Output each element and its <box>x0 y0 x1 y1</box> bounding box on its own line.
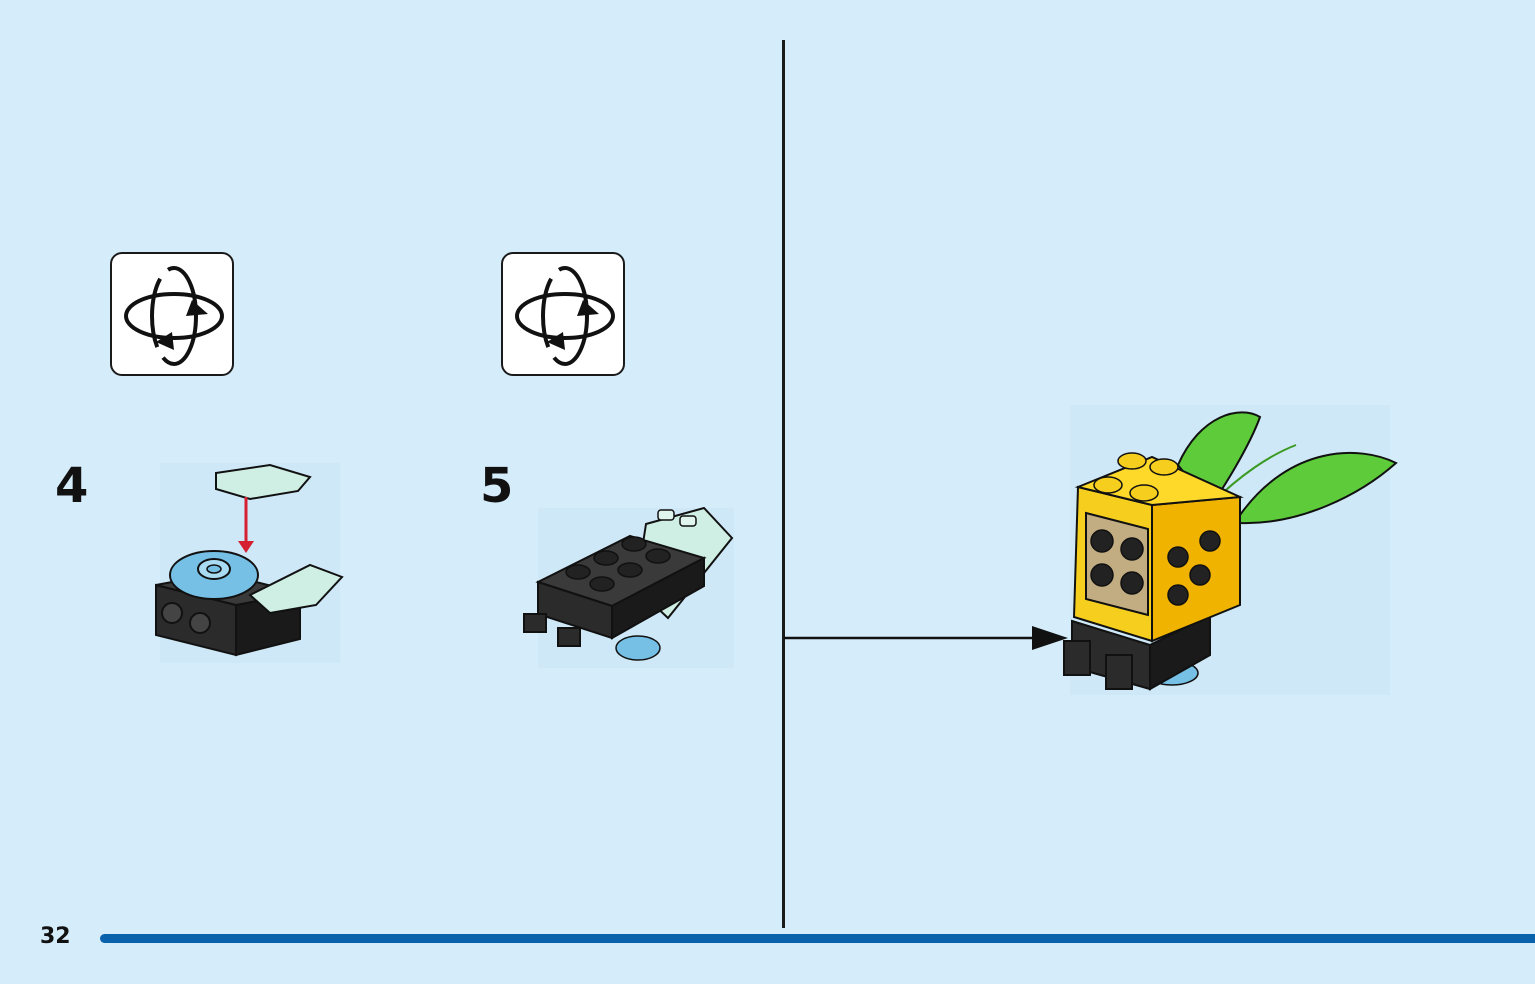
yellow-bee-model <box>1063 405 1398 695</box>
page-number: 32 <box>40 924 71 949</box>
step-number: 5 <box>480 458 514 514</box>
footer-bar <box>100 934 1535 943</box>
rotate-model-icon <box>110 252 234 376</box>
step-4-build-illustration <box>155 463 344 663</box>
panel-divider <box>782 40 785 928</box>
step-number: 4 <box>55 458 89 514</box>
rotate-model-icon <box>501 252 625 376</box>
arrow-icon <box>784 626 1068 650</box>
step-5-build-illustration <box>523 506 734 668</box>
